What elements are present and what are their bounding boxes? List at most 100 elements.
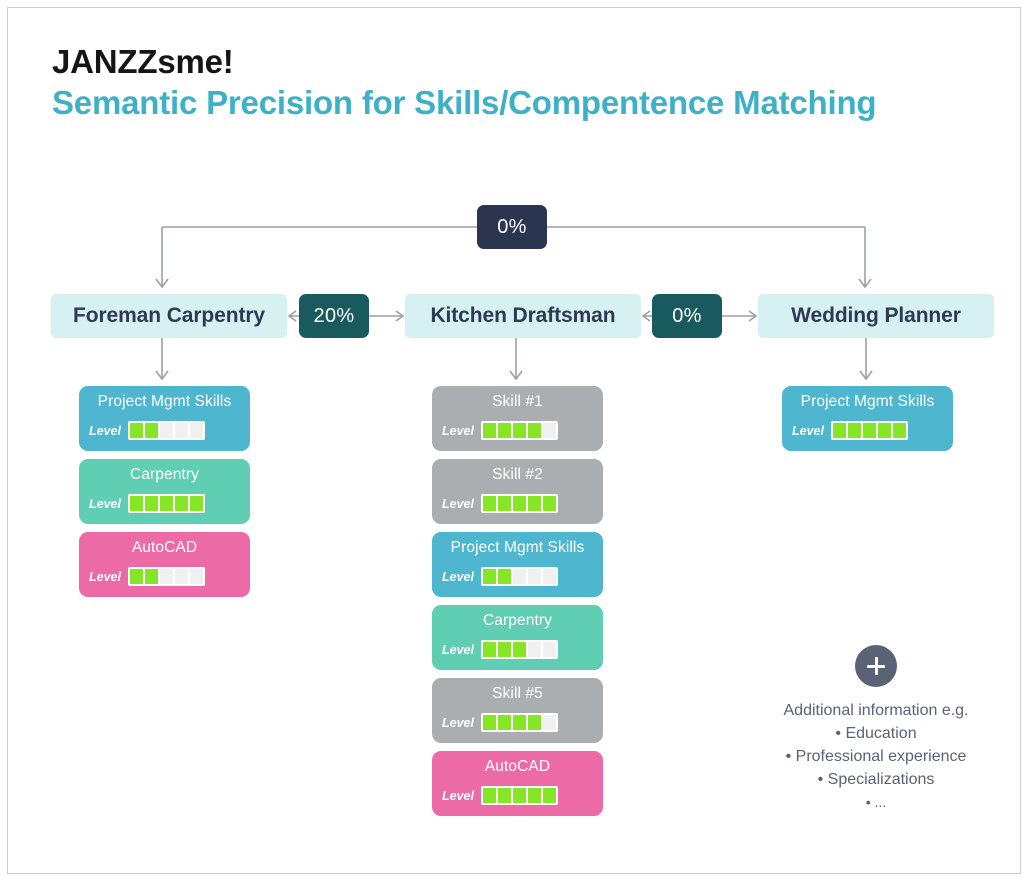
level-pip <box>512 496 526 511</box>
additional-info-item: • Specializations <box>817 771 935 788</box>
level-meter[interactable] <box>127 421 205 440</box>
skill-level-row: Level <box>792 421 908 440</box>
level-pip <box>189 423 203 438</box>
level-meter[interactable] <box>480 567 558 586</box>
level-label: Level <box>442 423 474 438</box>
arrowhead-left <box>155 278 169 289</box>
arrowhead-skills-left <box>155 370 169 381</box>
skill-card-name: Skill #2 <box>492 466 543 483</box>
level-meter[interactable] <box>127 494 205 513</box>
level-pip <box>542 496 556 511</box>
level-meter[interactable] <box>480 713 558 732</box>
job-box-kitchen-draftsman[interactable]: Kitchen Draftsman <box>405 294 641 338</box>
level-pip <box>129 496 143 511</box>
level-label: Level <box>442 715 474 730</box>
level-pip <box>512 715 526 730</box>
skill-level-row: Level <box>89 494 205 513</box>
skill-card-name: AutoCAD <box>131 539 198 556</box>
level-pip <box>542 715 556 730</box>
level-pip <box>512 788 526 803</box>
level-pip <box>497 788 511 803</box>
level-label: Level <box>89 569 121 584</box>
level-pip <box>527 569 541 584</box>
level-meter[interactable] <box>480 640 558 659</box>
level-label: Level <box>442 496 474 511</box>
level-pip <box>129 423 143 438</box>
skill-level-row: Level <box>442 713 558 732</box>
level-label: Level <box>89 423 121 438</box>
arrowhead-badgeleft-east <box>395 310 405 322</box>
level-pip <box>892 423 906 438</box>
skill-level-row: Level <box>442 786 558 805</box>
skill-card[interactable]: Skill #2 Level <box>432 459 603 524</box>
level-pip <box>189 569 203 584</box>
level-pip <box>159 496 173 511</box>
level-pip <box>847 423 861 438</box>
arrowhead-badgeleft-west <box>287 310 297 322</box>
level-pip <box>527 788 541 803</box>
level-pip <box>174 569 188 584</box>
level-pip <box>129 569 143 584</box>
page-title: JANZZsme! <box>52 43 234 80</box>
level-pip <box>542 569 556 584</box>
level-pip <box>542 642 556 657</box>
level-pip <box>542 788 556 803</box>
skill-card-name: Project Mgmt Skills <box>450 539 585 556</box>
level-pip <box>189 496 203 511</box>
job-box-foreman-carpentry[interactable]: Foreman Carpentry <box>51 294 287 338</box>
level-meter[interactable] <box>480 494 558 513</box>
plus-icon[interactable] <box>855 645 897 687</box>
level-pip <box>159 423 173 438</box>
level-meter[interactable] <box>480 421 558 440</box>
level-label: Level <box>89 496 121 511</box>
level-pip <box>144 423 158 438</box>
skill-card-name: Project Mgmt Skills <box>800 393 935 410</box>
additional-info-item: • ... <box>865 794 887 810</box>
skill-card[interactable]: AutoCAD Level <box>432 751 603 816</box>
arrowhead-right <box>858 278 872 289</box>
job-box-wedding-planner[interactable]: Wedding Planner <box>758 294 994 338</box>
skill-card[interactable]: AutoCAD Level <box>79 532 250 597</box>
skill-card-name: Carpentry <box>130 466 199 483</box>
level-pip <box>512 423 526 438</box>
level-pip <box>497 715 511 730</box>
skill-card-name: Skill #5 <box>492 685 543 702</box>
level-pip <box>174 423 188 438</box>
skill-level-row: Level <box>442 640 558 659</box>
level-pip <box>542 423 556 438</box>
skill-card-name: AutoCAD <box>484 758 551 775</box>
arrowhead-skills-mid <box>509 370 523 381</box>
match-badge-top[interactable]: 0% <box>477 205 547 249</box>
match-badge-right[interactable]: 0% <box>652 294 722 338</box>
arrowhead-badgeright-west <box>641 310 651 322</box>
page-header: JANZZsme! Semantic Precision for Skills/… <box>52 43 1002 123</box>
level-pip <box>174 496 188 511</box>
level-pip <box>144 496 158 511</box>
level-meter[interactable] <box>480 786 558 805</box>
level-pip <box>482 496 496 511</box>
skill-card[interactable]: Skill #5 Level <box>432 678 603 743</box>
additional-info-heading: Additional information e.g. <box>783 702 969 719</box>
level-meter[interactable] <box>127 567 205 586</box>
level-pip <box>832 423 846 438</box>
level-pip <box>527 423 541 438</box>
level-meter[interactable] <box>830 421 908 440</box>
skill-level-row: Level <box>442 567 558 586</box>
level-label: Level <box>792 423 824 438</box>
match-badge-left[interactable]: 20% <box>299 294 369 338</box>
additional-info-item: • Education <box>835 725 917 742</box>
level-pip <box>497 642 511 657</box>
level-label: Level <box>442 569 474 584</box>
arrowhead-badgeright-east <box>748 310 758 322</box>
additional-info-list: • Education• Professional experience• Sp… <box>758 722 994 814</box>
level-pip <box>497 569 511 584</box>
level-pip <box>512 569 526 584</box>
